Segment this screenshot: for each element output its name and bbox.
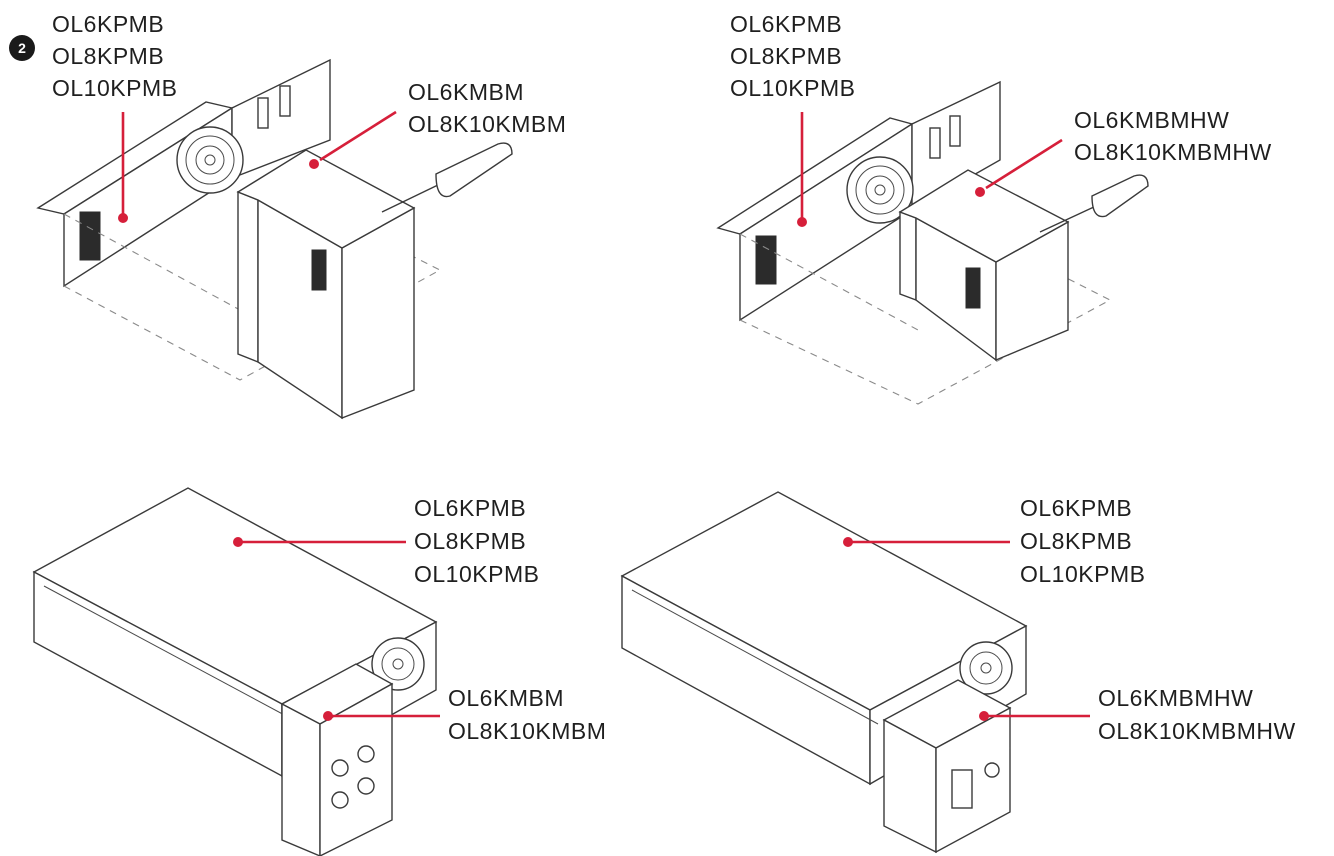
step-badge: 2 (9, 35, 35, 61)
fan-icon (846, 156, 914, 224)
connector-block-icon (79, 211, 101, 261)
module-top (898, 169, 1070, 263)
fan-icon (371, 637, 425, 691)
module-side-panel (237, 190, 259, 364)
step-badge-number: 2 (18, 40, 26, 56)
outlet-icon (357, 777, 375, 795)
connector-block-icon (755, 235, 777, 285)
screwdriver-handle-icon (1091, 174, 1149, 218)
module-connector-icon (965, 267, 981, 309)
module-top (236, 149, 416, 249)
pack-label: OL6KPMB (414, 495, 526, 521)
pack-label: OL8KPMB (414, 528, 526, 554)
pack-label: OL10KPMB (1020, 561, 1145, 587)
module-label: OL8K10KMBMHW (1098, 718, 1296, 744)
module-side-panel (281, 702, 321, 856)
module-label: OL8K10KMBM (408, 111, 566, 137)
outlet-icon (331, 791, 349, 809)
pack-label: OL10KPMB (414, 561, 539, 587)
module-front-panel (319, 682, 393, 856)
pack-label: OL8KPMB (52, 43, 164, 69)
module-label: OL6KMBMHW (1098, 685, 1253, 711)
pack-label: OL8KPMB (1020, 528, 1132, 554)
module-label: OL6KMBM (448, 685, 564, 711)
panel-bottom-right: OL6KPMB OL8KPMB OL10KPMB OL6KMBMHW OL8K1… (620, 491, 1296, 854)
pack-label: OL10KPMB (730, 75, 855, 101)
module-label: OL6KMBM (408, 79, 524, 105)
panel-bottom-left: OL6KPMB OL8KPMB OL10KPMB OL6KMBM OL8K10K… (32, 487, 606, 856)
module-label: OL8K10KMBM (448, 718, 606, 744)
fan-icon (959, 641, 1013, 695)
pack-label: OL6KPMB (1020, 495, 1132, 521)
screwdriver-handle-icon (435, 142, 513, 198)
leader-module-top-left (319, 110, 397, 162)
module-label: OL6KMBMHW (1074, 107, 1229, 133)
panel-top-left: OL6KPMB OL8KPMB OL10KPMB OL6KMBM OL8K10K… (36, 11, 566, 420)
outlet-icon (357, 745, 375, 763)
panel-top-right: OL6KPMB OL8KPMB OL10KPMB OL6KMBMHW OL8K1… (716, 11, 1272, 405)
pack-label: OL10KPMB (52, 75, 177, 101)
module-connector-icon (951, 769, 973, 809)
screwdriver-shaft (381, 183, 441, 213)
step-badge-circle (9, 35, 35, 61)
outlet-icon (984, 762, 1000, 778)
outlet-icon (331, 759, 349, 777)
module-front-panel (935, 706, 1011, 854)
module-side-panel (899, 210, 917, 302)
pack-label: OL6KPMB (52, 11, 164, 37)
screwdriver-shaft (1039, 205, 1097, 233)
pack-label: OL6KPMB (730, 11, 842, 37)
module-connector-icon (311, 249, 327, 291)
pack-label: OL8KPMB (730, 43, 842, 69)
module-label: OL8K10KMBMHW (1074, 139, 1272, 165)
leader-module-top-right (985, 138, 1063, 190)
fan-icon (176, 126, 244, 194)
